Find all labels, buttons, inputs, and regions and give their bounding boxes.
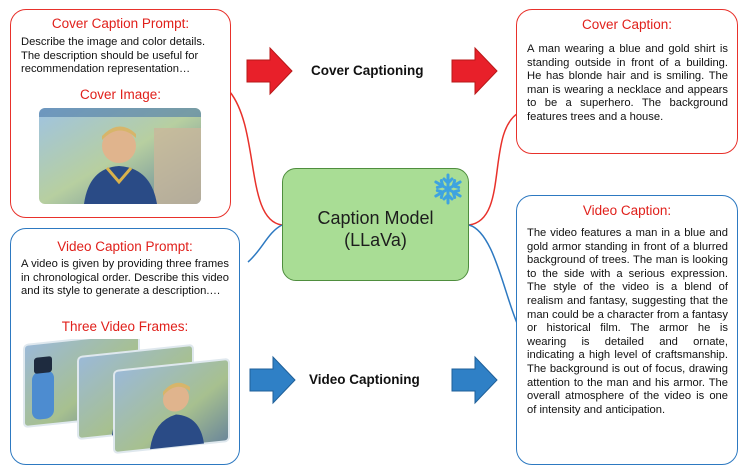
caption-model-box: Caption Model (LLaVa) <box>282 168 469 281</box>
cover-prompt-title: Cover Caption Prompt: <box>51 16 190 31</box>
cover-image-illustration <box>39 108 201 204</box>
red-arrow-right <box>451 46 498 96</box>
blue-arrow-left <box>249 355 296 405</box>
cover-prompt-text: Describe the image and color details. Th… <box>21 36 206 76</box>
video-prompt-text: A video is given by providing three fram… <box>21 258 229 298</box>
cover-prompt-box: Cover Caption Prompt: Describe the image… <box>10 9 231 218</box>
video-frames-illustration <box>23 332 230 454</box>
red-arrow-left <box>246 46 293 96</box>
cover-caption-box: Cover Caption: A man wearing a blue and … <box>516 9 738 154</box>
cover-prompt-connector <box>229 91 283 226</box>
caption-model-line1: Caption Model <box>317 208 434 228</box>
video-frames <box>16 332 231 457</box>
video-prompt-box: Video Caption Prompt: A video is given b… <box>10 228 240 465</box>
caption-model-name: Caption Model (LLaVa) <box>283 207 468 251</box>
cover-image-label: Cover Image: <box>79 87 162 102</box>
cover-caption-text: A man wearing a blue and gold shirt is s… <box>527 43 728 123</box>
snowflake-icon <box>434 173 462 205</box>
video-caption-text: The video features a man in a blue and g… <box>527 227 728 416</box>
cover-captioning-label: Cover Captioning <box>311 63 424 78</box>
caption-model-line2: (LLaVa) <box>344 230 407 250</box>
video-captioning-label: Video Captioning <box>309 372 420 387</box>
video-caption-connector <box>468 224 521 331</box>
blue-arrow-right <box>451 355 498 405</box>
video-caption-box: Video Caption: The video features a man … <box>516 195 738 465</box>
cover-image <box>39 108 201 204</box>
cover-caption-title: Cover Caption: <box>581 17 673 32</box>
video-prompt-connector <box>247 224 283 263</box>
video-caption-title: Video Caption: <box>582 203 672 218</box>
video-prompt-title: Video Caption Prompt: <box>57 239 193 254</box>
cover-caption-connector <box>468 111 521 226</box>
frame-3 <box>113 358 230 454</box>
video-frames-label: Three Video Frames: <box>61 319 189 334</box>
